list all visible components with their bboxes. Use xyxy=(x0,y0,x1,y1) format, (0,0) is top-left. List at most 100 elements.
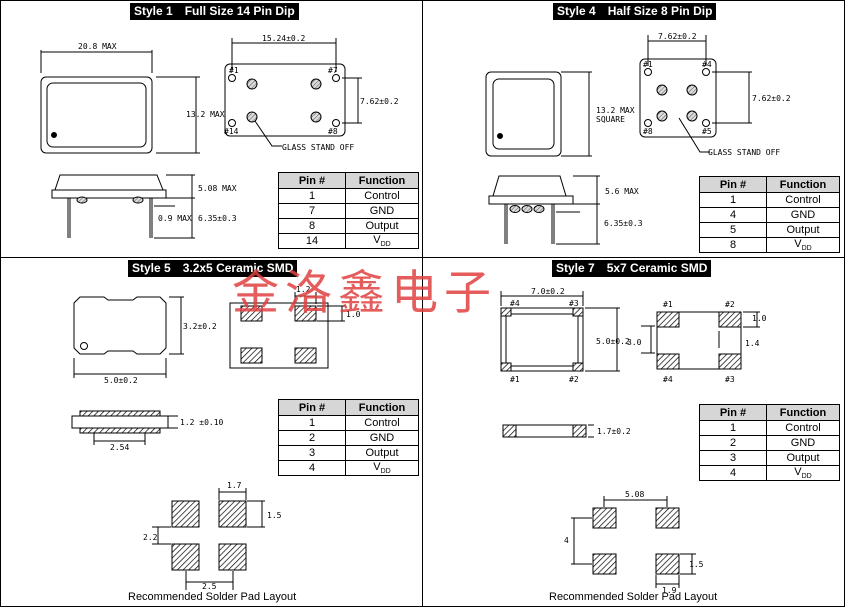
solder-pad-caption-style7: Recommended Solder Pad Layout xyxy=(549,591,718,603)
vdd-label: V xyxy=(373,234,381,246)
function-cell: Control xyxy=(345,415,419,431)
function-cell: Output xyxy=(766,222,840,238)
s7-sp-pitch: 5.08 xyxy=(625,490,644,499)
s4-lead: 6.35±0.3 xyxy=(604,219,643,228)
s4-square: SQUARE xyxy=(596,115,625,124)
col-pin: Pin # xyxy=(699,404,767,421)
s7-top-pin1: #1 xyxy=(510,375,520,384)
s7-width: 7.0±0.2 xyxy=(531,287,565,296)
pin-cell: 7 xyxy=(278,203,346,219)
s4-pin8: #8 xyxy=(643,127,653,136)
function-cell: VDD xyxy=(766,464,840,482)
function-cell: VDD xyxy=(766,236,840,254)
pin-cell: 4 xyxy=(699,207,767,223)
style-number: Style 5 xyxy=(132,261,171,275)
s1-row: 7.62±0.2 xyxy=(360,97,399,106)
s5-pad-h: 1.0 xyxy=(346,310,361,319)
col-function: Function xyxy=(766,176,840,193)
s4-row: 7.62±0.2 xyxy=(752,94,791,103)
s5-thick: 1.2 ±0.10 xyxy=(180,418,224,427)
s1-pin8: #8 xyxy=(328,127,338,136)
function-cell: GND xyxy=(345,203,419,219)
pin-cell: 5 xyxy=(699,222,767,238)
s1-pitch: 15.24±0.2 xyxy=(262,34,306,43)
s1-lead: 6.35±0.3 xyxy=(198,214,237,223)
s1-width: 20.8 MAX xyxy=(78,42,117,51)
pin-cell: 14 xyxy=(278,232,346,250)
function-cell: Output xyxy=(766,450,840,466)
s7-thick: 1.7±0.2 xyxy=(597,427,631,436)
s5-sp-pitch: 2.5 xyxy=(202,582,217,591)
vdd-label: V xyxy=(794,238,802,250)
pin-cell: 4 xyxy=(278,459,346,477)
section-header-style5: Style 5 3.2x5 Ceramic SMD xyxy=(128,260,298,277)
col-pin: Pin # xyxy=(278,172,346,189)
s7-sp-w: 1.9 xyxy=(662,586,677,595)
style-number: Style 1 xyxy=(134,4,173,18)
function-cell: GND xyxy=(345,430,419,446)
s7-bot-pin3: #3 xyxy=(725,375,735,384)
s7-inner-h: 3.0 xyxy=(627,338,642,347)
s1-height-max: 5.08 MAX xyxy=(198,184,237,193)
style4-drawing xyxy=(485,35,752,245)
function-cell: Control xyxy=(345,188,419,204)
pin-cell: 8 xyxy=(699,236,767,254)
s7-sp-h: 1.5 xyxy=(689,560,704,569)
pin-cell: 4 xyxy=(699,464,767,482)
s4-pin4: #4 xyxy=(702,60,712,69)
s4-height-max: 5.6 MAX xyxy=(605,187,639,196)
col-function: Function xyxy=(766,404,840,421)
s1-pin7: #7 xyxy=(328,66,338,75)
vdd-subscript: DD xyxy=(801,245,812,253)
s7-height: 5.0±0.2 xyxy=(596,337,630,346)
s7-top-pin3: #3 xyxy=(569,299,579,308)
s1-height: 13.2 MAX xyxy=(186,110,225,119)
s4-pin5: #5 xyxy=(702,127,712,136)
function-cell: GND xyxy=(766,207,840,223)
style-number: Style 7 xyxy=(556,261,595,275)
s5-pitch: 2.54 xyxy=(110,443,129,452)
s5-sp-gap: 2.2 xyxy=(143,533,158,542)
pin-cell: 2 xyxy=(699,435,767,451)
s7-sp-gap: 4 xyxy=(564,536,569,545)
style-title: Full Size 14 Pin Dip xyxy=(184,4,295,18)
style-number: Style 4 xyxy=(557,4,596,18)
pin-cell: 1 xyxy=(278,415,346,431)
function-cell: VDD xyxy=(345,459,419,477)
pin-cell: 2 xyxy=(278,430,346,446)
col-function: Function xyxy=(345,399,419,416)
s7-bot-pin4: #4 xyxy=(663,375,673,384)
function-cell: Control xyxy=(766,192,840,208)
s5-height: 3.2±0.2 xyxy=(183,322,217,331)
solder-pad-caption-style5: Recommended Solder Pad Layout xyxy=(128,591,297,603)
style7-drawing xyxy=(500,291,760,588)
function-cell: Output xyxy=(345,445,419,461)
s5-sp-h: 1.5 xyxy=(267,511,282,520)
s7-pad-h: 1.0 xyxy=(752,314,767,323)
vdd-subscript: DD xyxy=(380,241,391,249)
pin-cell: 1 xyxy=(699,192,767,208)
pin-cell: 8 xyxy=(278,218,346,234)
s7-top-pin4: #4 xyxy=(510,299,520,308)
s4-glass: GLASS STAND OFF xyxy=(708,148,780,157)
s5-width: 5.0±0.2 xyxy=(104,376,138,385)
function-cell: Output xyxy=(345,218,419,234)
style-title: 3.2x5 Ceramic SMD xyxy=(182,261,294,275)
vdd-label: V xyxy=(373,461,381,473)
